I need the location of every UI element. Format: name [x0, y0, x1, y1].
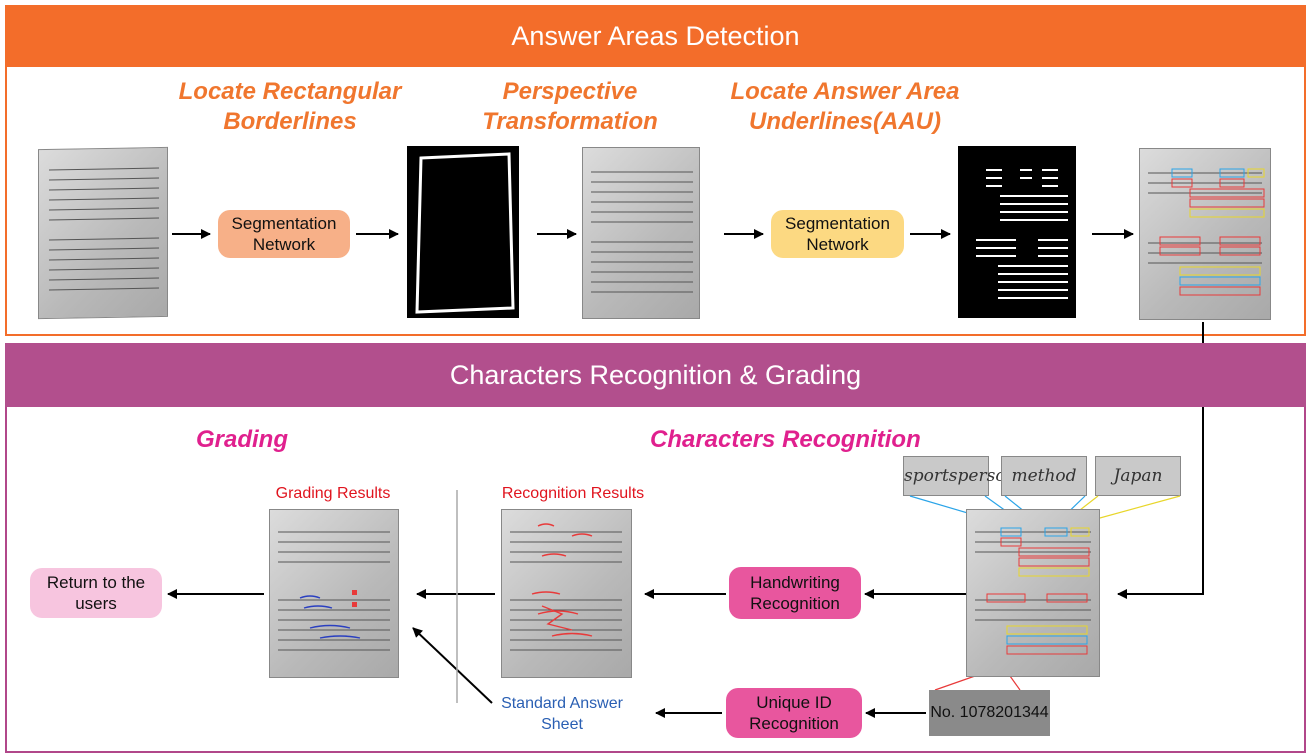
stage-locate-aau: Locate Answer Area Underlines(AAU): [705, 77, 985, 137]
stage-perspective-line2: Transformation: [482, 108, 658, 135]
recognition-results-caption: Recognition Results: [501, 485, 645, 502]
recognition-results-sheet-image: [501, 509, 632, 678]
unique-id-recognition-node: Unique ID Recognition: [726, 688, 862, 738]
crop-word-1: sportsperson: [903, 456, 1017, 496]
segmentation-network-2: Segmentation Network: [771, 210, 904, 258]
answer-sheet-lines: [49, 167, 159, 291]
stage-locate-aau-line1: Locate Answer Area: [730, 78, 960, 105]
answer-areas-header: Answer Areas Detection: [5, 5, 1306, 67]
answer-areas-title: Answer Areas Detection: [511, 21, 800, 51]
recognition-grading-title: Characters Recognition & Grading: [449, 360, 862, 390]
aau-located-boxes: [1148, 168, 1265, 296]
crop-word-3-text: Japan: [1113, 466, 1163, 486]
stage-perspective-line1: Perspective: [502, 78, 638, 105]
stage-locate-borderlines: Locate Rectangular Borderlines: [150, 77, 430, 137]
crop-word-2: method: [1001, 456, 1087, 496]
unique-id-recognition-label: Unique ID Recognition: [749, 693, 839, 733]
unique-id-crop: No. 1078201344: [929, 690, 1050, 736]
return-to-users-node: Return to the users: [30, 568, 162, 618]
standard-answer-sheet-caption: Standard Answer Sheet: [501, 695, 623, 733]
segmentation-network-2-label: Segmentation Network: [785, 214, 890, 254]
handwriting-recognition-label: Handwriting Recognition: [750, 573, 840, 613]
unique-id-crop-text: No. 1078201344: [930, 704, 1049, 721]
input-answer-sheet-image: [38, 146, 168, 320]
borderline-mask-image: [407, 146, 519, 318]
crop-word-2-text: method: [1011, 466, 1077, 486]
transformed-sheet-image: [582, 147, 700, 319]
borderline-outline: [415, 152, 515, 314]
detected-areas-boxes: [975, 527, 1091, 655]
recognition-grading-header: Characters Recognition & Grading: [5, 343, 1306, 407]
transformed-sheet-lines: [591, 171, 693, 293]
recognition-results-marks: [510, 523, 622, 651]
grading-results-marks: [278, 531, 390, 651]
underline-mask-image: [958, 146, 1076, 318]
stage-locate-aau-line2: Underlines(AAU): [748, 108, 941, 135]
handwriting-recognition-node: Handwriting Recognition: [729, 567, 861, 619]
stage-grading: Grading: [196, 426, 289, 453]
stage-perspective-transformation: Perspective Transformation: [450, 77, 690, 137]
return-to-users-label: Return to the users: [46, 573, 146, 613]
crop-word-3: Japan: [1095, 456, 1181, 496]
stage-locate-borderlines-line1: Locate Rectangular: [178, 78, 402, 105]
segmentation-network-1-label: Segmentation Network: [231, 214, 337, 254]
aau-located-sheet-image: [1139, 148, 1271, 320]
grading-results-caption: Grading Results: [275, 485, 391, 502]
stage-characters-recognition: Characters Recognition: [650, 426, 921, 453]
segmentation-network-1: Segmentation Network: [218, 210, 350, 258]
stage-locate-borderlines-line2: Borderlines: [223, 108, 357, 135]
grading-results-sheet-image: [269, 509, 399, 678]
underline-mask-lines: [976, 169, 1068, 299]
detected-areas-sheet-image: [966, 509, 1100, 677]
